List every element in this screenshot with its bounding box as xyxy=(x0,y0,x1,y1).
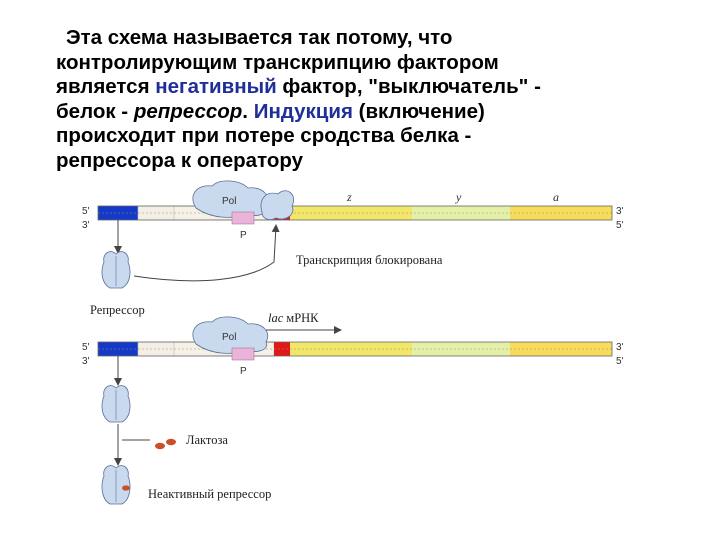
repressor-label: Репрессор xyxy=(90,303,145,317)
gene-a-label: a xyxy=(553,190,559,204)
operon-top: 5' 3' 3' 5' o z y a Pol P Репрессор xyxy=(82,181,624,317)
polymerase-label-2: Pol xyxy=(222,332,236,343)
strand-3-right-top: 3' xyxy=(616,206,624,217)
gene-y-label: y xyxy=(455,190,462,204)
promoter-label-2: P xyxy=(240,366,247,377)
promoter-label: P xyxy=(240,230,247,241)
repressor-protein xyxy=(102,252,130,288)
lactose-label: Лактоза xyxy=(186,433,228,447)
strand-5-top-label: 5' xyxy=(82,206,90,217)
strand-3-bottom-label: 3' xyxy=(82,356,90,367)
bound-repressor xyxy=(261,191,294,220)
strand-3-right-bottom: 3' xyxy=(616,342,624,353)
inactive-repressor xyxy=(102,466,130,504)
strand-5-right-bottom: 5' xyxy=(616,356,624,367)
strand-5-right-top: 5' xyxy=(616,220,624,231)
gene-a-segment-2 xyxy=(510,342,612,356)
gene-a-segment xyxy=(510,206,612,220)
blocked-label: Транскрипция блокирована xyxy=(296,253,443,267)
lactose-molecules xyxy=(155,439,176,449)
polymerase-label: Pol xyxy=(222,196,236,207)
mrna-lac: lac xyxy=(268,311,284,325)
strand-3-top-label: 3' xyxy=(82,220,90,231)
promoter-patch-2 xyxy=(232,348,254,360)
promoter-patch xyxy=(232,212,254,224)
mrna-text: мРНК xyxy=(286,311,319,325)
strand-5-bottom-label: 5' xyxy=(82,342,90,353)
inactive-repressor-label: Неактивный репрессор xyxy=(148,487,271,501)
repressor-binding-arrow xyxy=(134,226,276,281)
repressor-protein-2 xyxy=(102,386,130,422)
gene-z-label: z xyxy=(346,190,352,204)
